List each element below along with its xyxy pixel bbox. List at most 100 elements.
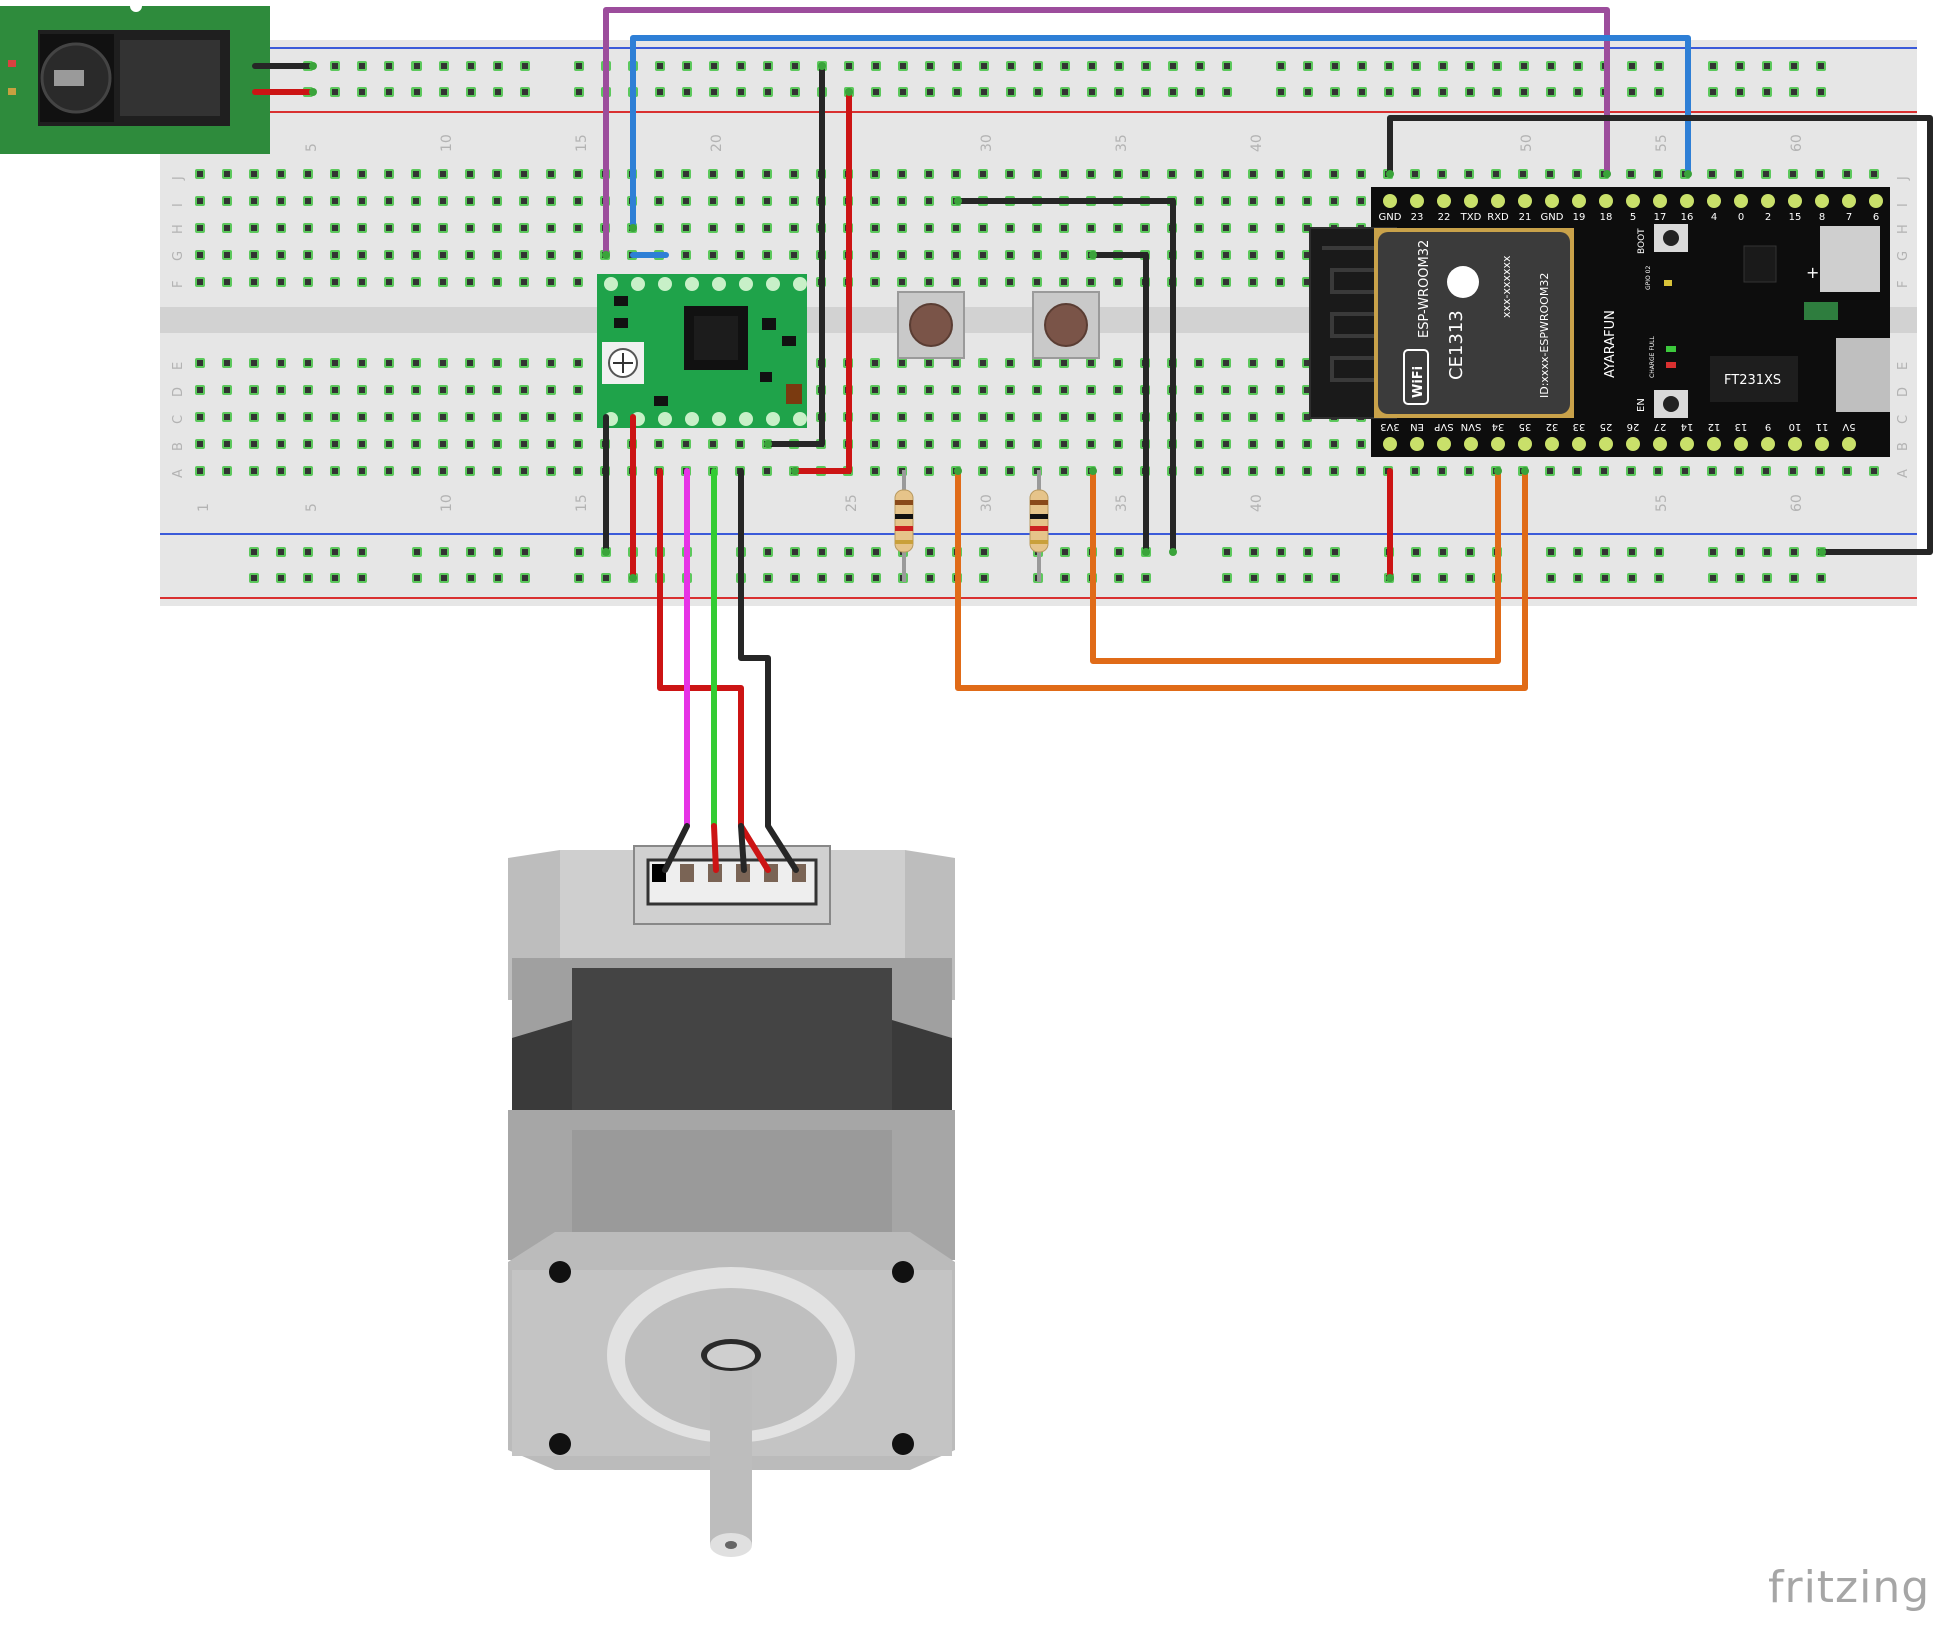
breadboard-hole bbox=[1600, 573, 1610, 583]
wire-endpoints bbox=[309, 62, 1826, 582]
breadboard-hole bbox=[924, 277, 934, 287]
wire-black[interactable] bbox=[1090, 252, 1149, 555]
wire-black[interactable] bbox=[955, 198, 1176, 555]
breadboard-hole bbox=[1275, 358, 1285, 368]
breadboard-hole bbox=[438, 196, 448, 206]
breadboard-hole bbox=[384, 87, 394, 97]
wire-black[interactable] bbox=[738, 468, 799, 873]
breadboard-hole bbox=[1519, 87, 1529, 97]
column-number: 35 bbox=[1114, 134, 1130, 152]
breadboard-hole bbox=[1330, 87, 1340, 97]
breadboard-hole bbox=[870, 250, 880, 260]
esp32-pin-label: 32 bbox=[1546, 421, 1559, 432]
push-button-2[interactable] bbox=[1032, 291, 1100, 359]
breadboard-hole bbox=[952, 87, 962, 97]
breadboard-hole bbox=[925, 87, 935, 97]
breadboard-hole bbox=[520, 573, 530, 583]
breadboard-hole bbox=[1248, 412, 1258, 422]
breadboard-hole bbox=[384, 61, 394, 71]
breadboard-hole bbox=[1275, 466, 1285, 476]
breadboard-hole bbox=[492, 439, 502, 449]
breadboard-hole bbox=[1410, 169, 1420, 179]
breadboard-hole bbox=[1357, 61, 1367, 71]
esp32-pin-label: RXD bbox=[1487, 212, 1509, 223]
breadboard-hole bbox=[492, 277, 502, 287]
dc-power-jack bbox=[0, 0, 270, 154]
esp32-pin bbox=[1491, 194, 1505, 208]
column-number: 35 bbox=[1114, 494, 1130, 512]
breadboard-hole bbox=[735, 223, 745, 233]
breadboard-hole bbox=[330, 250, 340, 260]
row-letter: I bbox=[171, 203, 186, 207]
breadboard-hole bbox=[1086, 439, 1096, 449]
column-number: 40 bbox=[1249, 134, 1265, 152]
breadboard-hole bbox=[384, 358, 394, 368]
row-letter: H bbox=[171, 224, 186, 234]
breadboard-hole bbox=[465, 466, 475, 476]
breadboard-hole bbox=[1465, 61, 1475, 71]
esp32-pin-label: 16 bbox=[1681, 212, 1694, 223]
board-brand: AYARAFUN bbox=[1603, 310, 1618, 378]
breadboard-hole bbox=[897, 196, 907, 206]
breadboard-hole bbox=[1195, 87, 1205, 97]
breadboard-hole bbox=[195, 277, 205, 287]
column-number: 30 bbox=[979, 494, 995, 512]
breadboard-hole bbox=[1005, 169, 1015, 179]
esp32-pin-label: 6 bbox=[1873, 212, 1879, 223]
breadboard-hole bbox=[1114, 87, 1124, 97]
wire-orange[interactable] bbox=[1090, 468, 1501, 664]
breadboard-hole bbox=[1627, 573, 1637, 583]
wire-black[interactable] bbox=[1387, 115, 1933, 555]
gpio-led bbox=[1664, 280, 1672, 286]
jack-shell-highlight bbox=[120, 40, 220, 116]
wire-blue[interactable] bbox=[630, 35, 1691, 231]
esp32-pin bbox=[1572, 194, 1586, 208]
breadboard-hole bbox=[1113, 439, 1123, 449]
wire-black[interactable] bbox=[662, 823, 690, 873]
breadboard-hole bbox=[357, 573, 367, 583]
breadboard-hole bbox=[1140, 169, 1150, 179]
column-number: 50 bbox=[1519, 134, 1535, 152]
breadboard-hole bbox=[681, 250, 691, 260]
breadboard-hole bbox=[1330, 61, 1340, 71]
breadboard-hole bbox=[897, 358, 907, 368]
wire-black[interactable] bbox=[765, 63, 825, 447]
motor-connector-housing bbox=[646, 858, 818, 906]
esp32-pin-label: 23 bbox=[1411, 212, 1424, 223]
breadboard-hole bbox=[1410, 466, 1420, 476]
breadboard-hole bbox=[330, 547, 340, 557]
breadboard-hole bbox=[1519, 61, 1529, 71]
wire-red[interactable] bbox=[792, 89, 852, 474]
breadboard-hole bbox=[384, 196, 394, 206]
breadboard-hole bbox=[1248, 196, 1258, 206]
wire-red[interactable] bbox=[711, 823, 719, 873]
motor-side-left bbox=[512, 1020, 572, 1110]
esp32-pin bbox=[1437, 194, 1451, 208]
breadboard-hole bbox=[303, 196, 313, 206]
wire-purple[interactable] bbox=[603, 7, 1610, 258]
breadboard-hole bbox=[979, 573, 989, 583]
wire-orange[interactable] bbox=[955, 468, 1528, 691]
breadboard-hole bbox=[978, 277, 988, 287]
breadboard-hole bbox=[1465, 573, 1475, 583]
jack-pin bbox=[54, 70, 84, 86]
breadboard-hole bbox=[1356, 169, 1366, 179]
breadboard-hole bbox=[951, 277, 961, 287]
wire-black[interactable] bbox=[738, 823, 747, 873]
en-label: EN bbox=[1636, 398, 1647, 412]
breadboard-hole bbox=[1086, 169, 1096, 179]
breadboard-hole bbox=[1059, 439, 1069, 449]
breadboard-hole bbox=[1465, 547, 1475, 557]
breadboard-hole bbox=[438, 223, 448, 233]
breadboard-hole bbox=[870, 169, 880, 179]
breadboard-hole bbox=[492, 385, 502, 395]
breadboard-hole bbox=[438, 466, 448, 476]
usb-chip bbox=[1710, 356, 1798, 402]
breadboard-hole bbox=[384, 277, 394, 287]
board-capacitor bbox=[1804, 302, 1838, 320]
breadboard-hole bbox=[1465, 87, 1475, 97]
breadboard-hole bbox=[1032, 358, 1042, 368]
wire-red[interactable] bbox=[657, 468, 771, 873]
breadboard-hole bbox=[520, 87, 530, 97]
push-button-1[interactable] bbox=[897, 291, 965, 359]
